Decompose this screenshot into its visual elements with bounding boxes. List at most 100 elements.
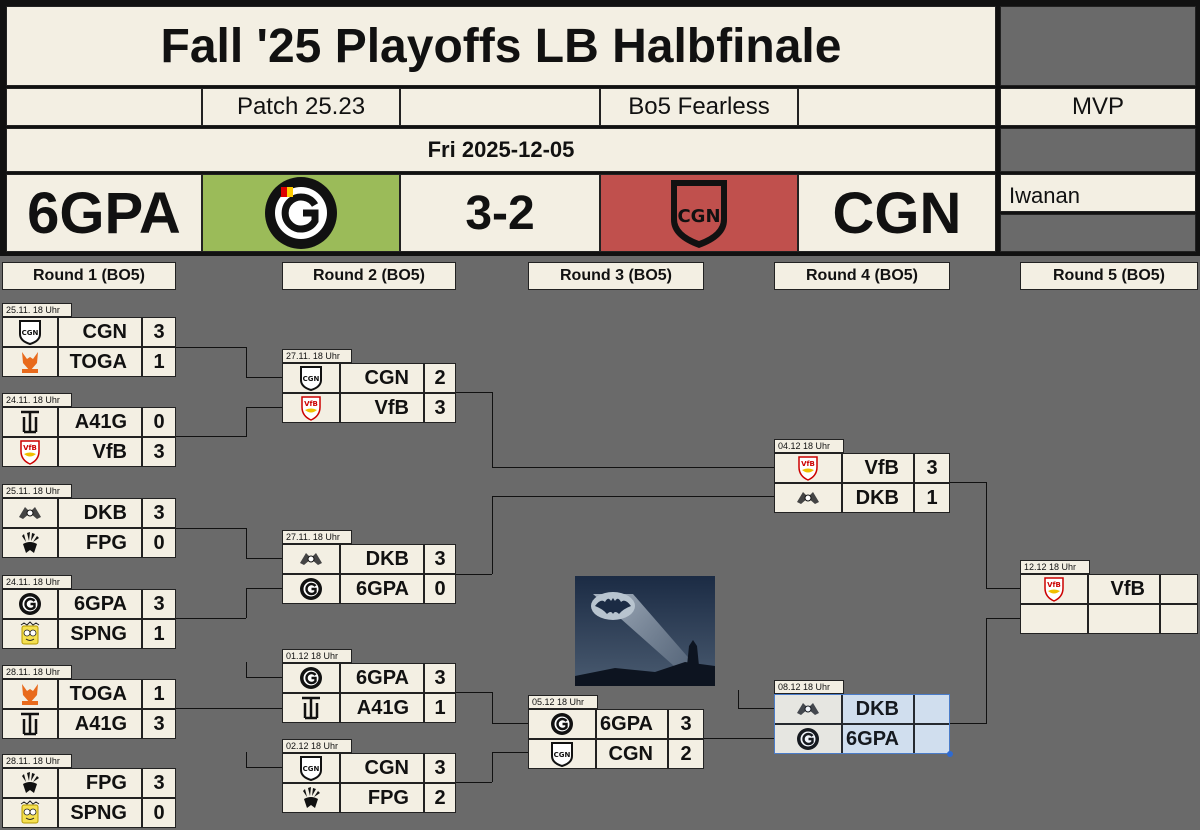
team-score-cell[interactable]: 1 (914, 483, 950, 513)
6gpa-g-icon (550, 712, 574, 736)
team-score-cell[interactable]: 3 (424, 663, 456, 693)
mvp-header-filler (1000, 6, 1196, 86)
team-score-cell[interactable]: 3 (142, 589, 176, 619)
team-name-cell[interactable]: VfB (340, 393, 424, 423)
team-score-cell[interactable]: 3 (142, 768, 176, 798)
team-name-cell[interactable]: CGN (58, 317, 142, 347)
team-score-cell[interactable]: 2 (424, 363, 456, 393)
team-name-cell[interactable]: 6GPA (340, 574, 424, 604)
patch-label: Patch 25.23 (202, 88, 400, 126)
team-logo-cell (282, 783, 340, 813)
team-name-cell[interactable]: FPG (58, 768, 142, 798)
selection-handle[interactable] (947, 751, 953, 757)
team-logo-cell (282, 663, 340, 693)
team-name-cell[interactable]: DKB (842, 483, 914, 513)
header-blank-cell (400, 88, 600, 126)
round-5-header: Round 5 (BO5) (1020, 262, 1198, 290)
team-score-cell[interactable]: 3 (142, 498, 176, 528)
team-logo-cell (774, 694, 842, 724)
team-score-cell[interactable]: 3 (914, 453, 950, 483)
team-score-cell[interactable]: 3 (424, 544, 456, 574)
match-time-tag: 27.11. 18 Uhr (282, 530, 352, 544)
match-date: Fri 2025-12-05 (6, 128, 996, 172)
team-score-cell[interactable]: 1 (142, 347, 176, 377)
team-logo-cell (774, 724, 842, 754)
team-name-cell[interactable]: VfB (842, 453, 914, 483)
team-name-cell[interactable]: A41G (58, 709, 142, 739)
round-1-header: Round 1 (BO5) (2, 262, 176, 290)
team-name-cell[interactable]: FPG (340, 783, 424, 813)
team-name-cell[interactable]: FPG (58, 528, 142, 558)
team-logo-cell: VfB (774, 453, 842, 483)
team-score-cell[interactable] (1160, 604, 1198, 634)
match-time-tag: 25.11. 18 Uhr (2, 484, 72, 498)
vfb-crest-icon: VfB (299, 395, 323, 421)
team-logo-cell: CGN (2, 317, 58, 347)
team-score-cell[interactable]: 1 (424, 693, 456, 723)
match-time-tag: 28.11. 18 Uhr (2, 665, 72, 679)
team-score-cell[interactable] (914, 694, 950, 724)
team-logo-cell (2, 709, 58, 739)
team-logo-cell (2, 589, 58, 619)
team-name-cell[interactable]: DKB (842, 694, 914, 724)
team-score-cell[interactable]: 0 (142, 407, 176, 437)
team-name-cell[interactable]: DKB (58, 498, 142, 528)
team-score-cell[interactable]: 0 (142, 798, 176, 828)
spng-sponge-icon (18, 800, 42, 826)
6gpa-g-icon (299, 666, 323, 690)
team-name-cell[interactable]: 6GPA (842, 724, 914, 754)
team-logo-cell (282, 574, 340, 604)
team-name-cell[interactable]: SPNG (58, 798, 142, 828)
team-score-cell[interactable]: 0 (142, 528, 176, 558)
svg-text:CGN: CGN (22, 329, 39, 337)
team-score-cell[interactable]: 1 (142, 679, 176, 709)
mvp-label: MVP (1000, 88, 1196, 126)
team-name-cell[interactable]: A41G (340, 693, 424, 723)
team-name-cell[interactable]: TOGA (58, 679, 142, 709)
team-score-cell[interactable]: 0 (424, 574, 456, 604)
team-name-cell[interactable]: CGN (340, 753, 424, 783)
team-score-cell[interactable]: 3 (142, 437, 176, 467)
team-score-cell[interactable] (914, 724, 950, 754)
team-logo-cell (2, 798, 58, 828)
team-name-cell[interactable]: 6GPA (58, 589, 142, 619)
round-4-header: Round 4 (BO5) (774, 262, 950, 290)
team-name-cell[interactable]: SPNG (58, 619, 142, 649)
svg-text:CGN: CGN (303, 765, 320, 773)
team-logo-cell (2, 679, 58, 709)
team-name-cell[interactable]: CGN (596, 739, 668, 769)
team-score-cell[interactable]: 3 (668, 709, 704, 739)
team-name-cell[interactable] (1088, 604, 1160, 634)
format-label: Bo5 Fearless (600, 88, 798, 126)
dkb-logo-icon (17, 503, 43, 523)
round-2-header: Round 2 (BO5) (282, 262, 456, 290)
team-score-cell[interactable]: 2 (668, 739, 704, 769)
team-logo-cell (1020, 604, 1088, 634)
team-name-cell[interactable]: VfB (58, 437, 142, 467)
team-score-cell[interactable]: 3 (424, 753, 456, 783)
team-score-cell[interactable]: 2 (424, 783, 456, 813)
header-blank-cell (798, 88, 996, 126)
team-logo-cell: VfB (282, 393, 340, 423)
team-name-cell[interactable]: VfB (1088, 574, 1160, 604)
team-score-cell[interactable]: 1 (142, 619, 176, 649)
6gpa-g-icon (263, 175, 339, 251)
team-name-cell[interactable]: CGN (340, 363, 424, 393)
team-score-cell[interactable] (1160, 574, 1198, 604)
svg-text:CGN: CGN (677, 206, 720, 227)
team-left-logo-cell (202, 174, 400, 252)
header-blank-cell (6, 88, 202, 126)
cgn-shield-icon: CGN (667, 176, 731, 250)
match-time-tag: 01.12 18 Uhr (282, 649, 352, 663)
toga-fox-icon (18, 681, 42, 707)
team-name-cell[interactable]: TOGA (58, 347, 142, 377)
team-score-cell[interactable]: 3 (142, 317, 176, 347)
team-score-cell[interactable]: 3 (424, 393, 456, 423)
team-score-cell[interactable]: 3 (142, 709, 176, 739)
team-name-cell[interactable]: 6GPA (340, 663, 424, 693)
vfb-crest-icon: VfB (796, 455, 820, 481)
team-name-cell[interactable]: A41G (58, 407, 142, 437)
team-name-cell[interactable]: DKB (340, 544, 424, 574)
team-name-cell[interactable]: 6GPA (596, 709, 668, 739)
vfb-crest-icon: VfB (18, 439, 42, 465)
